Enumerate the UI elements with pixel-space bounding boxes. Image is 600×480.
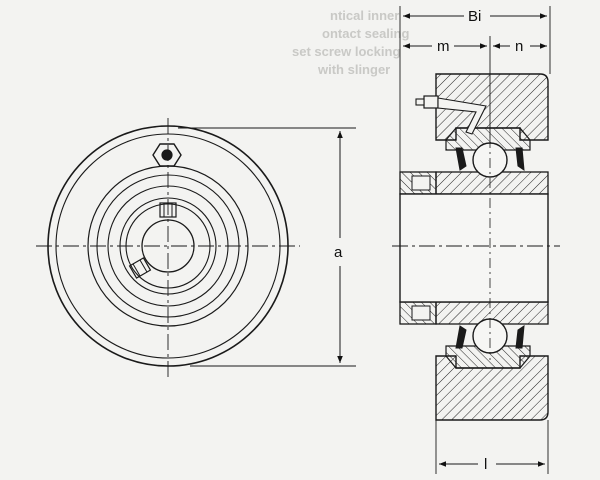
dimension-bi-label: Bi <box>468 8 481 25</box>
dimension-a-label: a <box>334 244 343 261</box>
ghost-line-4: with slinger <box>317 62 390 77</box>
grease-nipple-icon <box>423 95 439 109</box>
seal-left-top <box>455 147 467 171</box>
dimension-n-label: n <box>515 38 523 55</box>
ghost-line-1: ntical inner <box>330 8 399 23</box>
front-view <box>36 118 300 378</box>
section-view <box>392 73 560 421</box>
dimension-bi <box>399 6 551 172</box>
set-screw-section-top <box>411 175 431 191</box>
dimension-l-label: l <box>484 456 487 473</box>
dimension-a <box>178 127 356 367</box>
ghost-line-2: ontact sealing <box>322 26 409 41</box>
dimension-m <box>403 36 491 138</box>
dimension-m-label: m <box>437 38 450 55</box>
set-screw-side <box>128 257 152 279</box>
outer-race-top <box>445 127 531 151</box>
seal-right-top <box>515 147 525 171</box>
set-screw-section-bottom <box>411 305 431 321</box>
grease-nipple-tip-icon <box>415 98 425 106</box>
grease-nipple-hex-icon <box>152 143 182 167</box>
ghost-text: ntical inner ontact sealing set screw lo… <box>292 8 409 77</box>
ghost-line-3: set screw locking <box>292 44 400 59</box>
seal-right-bottom <box>515 325 525 349</box>
grease-nipple-center-icon <box>161 149 173 161</box>
dimension-l <box>435 420 549 474</box>
bore <box>399 193 549 303</box>
seal-left-bottom <box>455 325 467 349</box>
lube-channel <box>437 97 487 135</box>
outer-race-bottom <box>445 345 531 369</box>
